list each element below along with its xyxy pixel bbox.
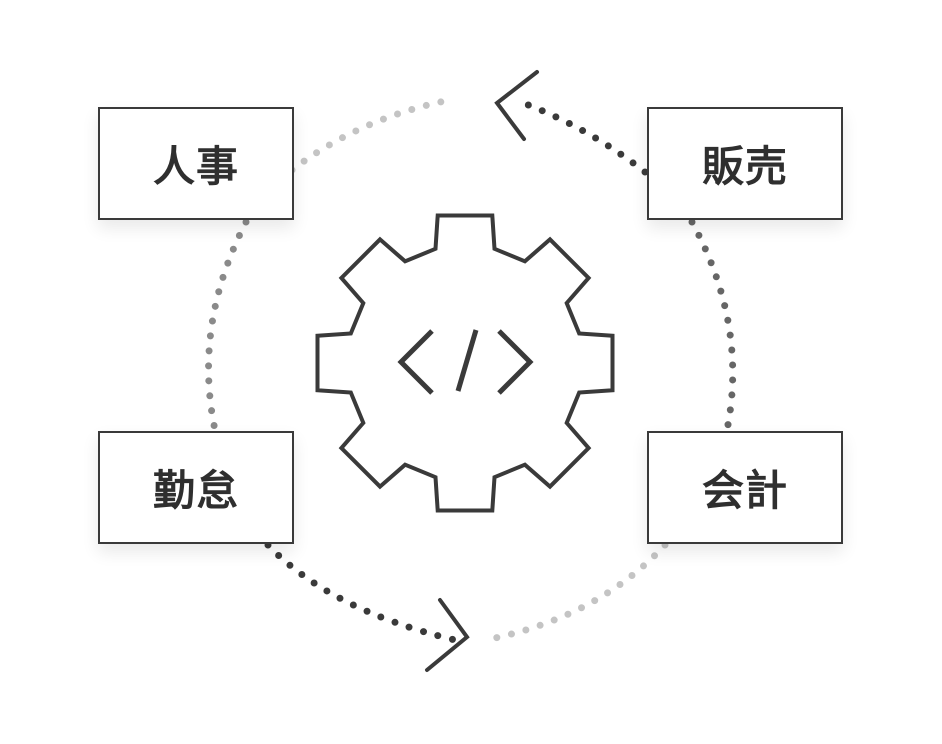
arc-bottom-right — [491, 541, 669, 642]
gear-icon — [315, 213, 615, 513]
node-sales-label: 販売 — [701, 142, 788, 191]
node-sales: 販売 — [647, 107, 843, 220]
arrowhead-bottom-icon — [425, 598, 470, 672]
node-accounting: 会計 — [647, 431, 843, 544]
code-bracket-left — [397, 329, 434, 395]
node-attendance: 勤怠 — [98, 431, 294, 544]
arc-bottom-left — [264, 541, 459, 644]
node-attendance-label: 勤怠 — [152, 466, 239, 515]
code-slash — [455, 329, 479, 392]
arc-top-left — [288, 96, 454, 174]
arrowhead-top-icon — [494, 70, 539, 141]
node-hr-label: 人事 — [152, 142, 239, 191]
code-icon — [397, 329, 534, 395]
cycle-arcs — [205, 96, 737, 644]
node-accounting-label: 会計 — [701, 466, 788, 515]
arc-top-right — [511, 96, 649, 176]
arc-right — [688, 218, 737, 434]
code-bracket-right — [497, 329, 534, 395]
node-hr: 人事 — [98, 107, 294, 220]
arc-left — [205, 218, 250, 434]
